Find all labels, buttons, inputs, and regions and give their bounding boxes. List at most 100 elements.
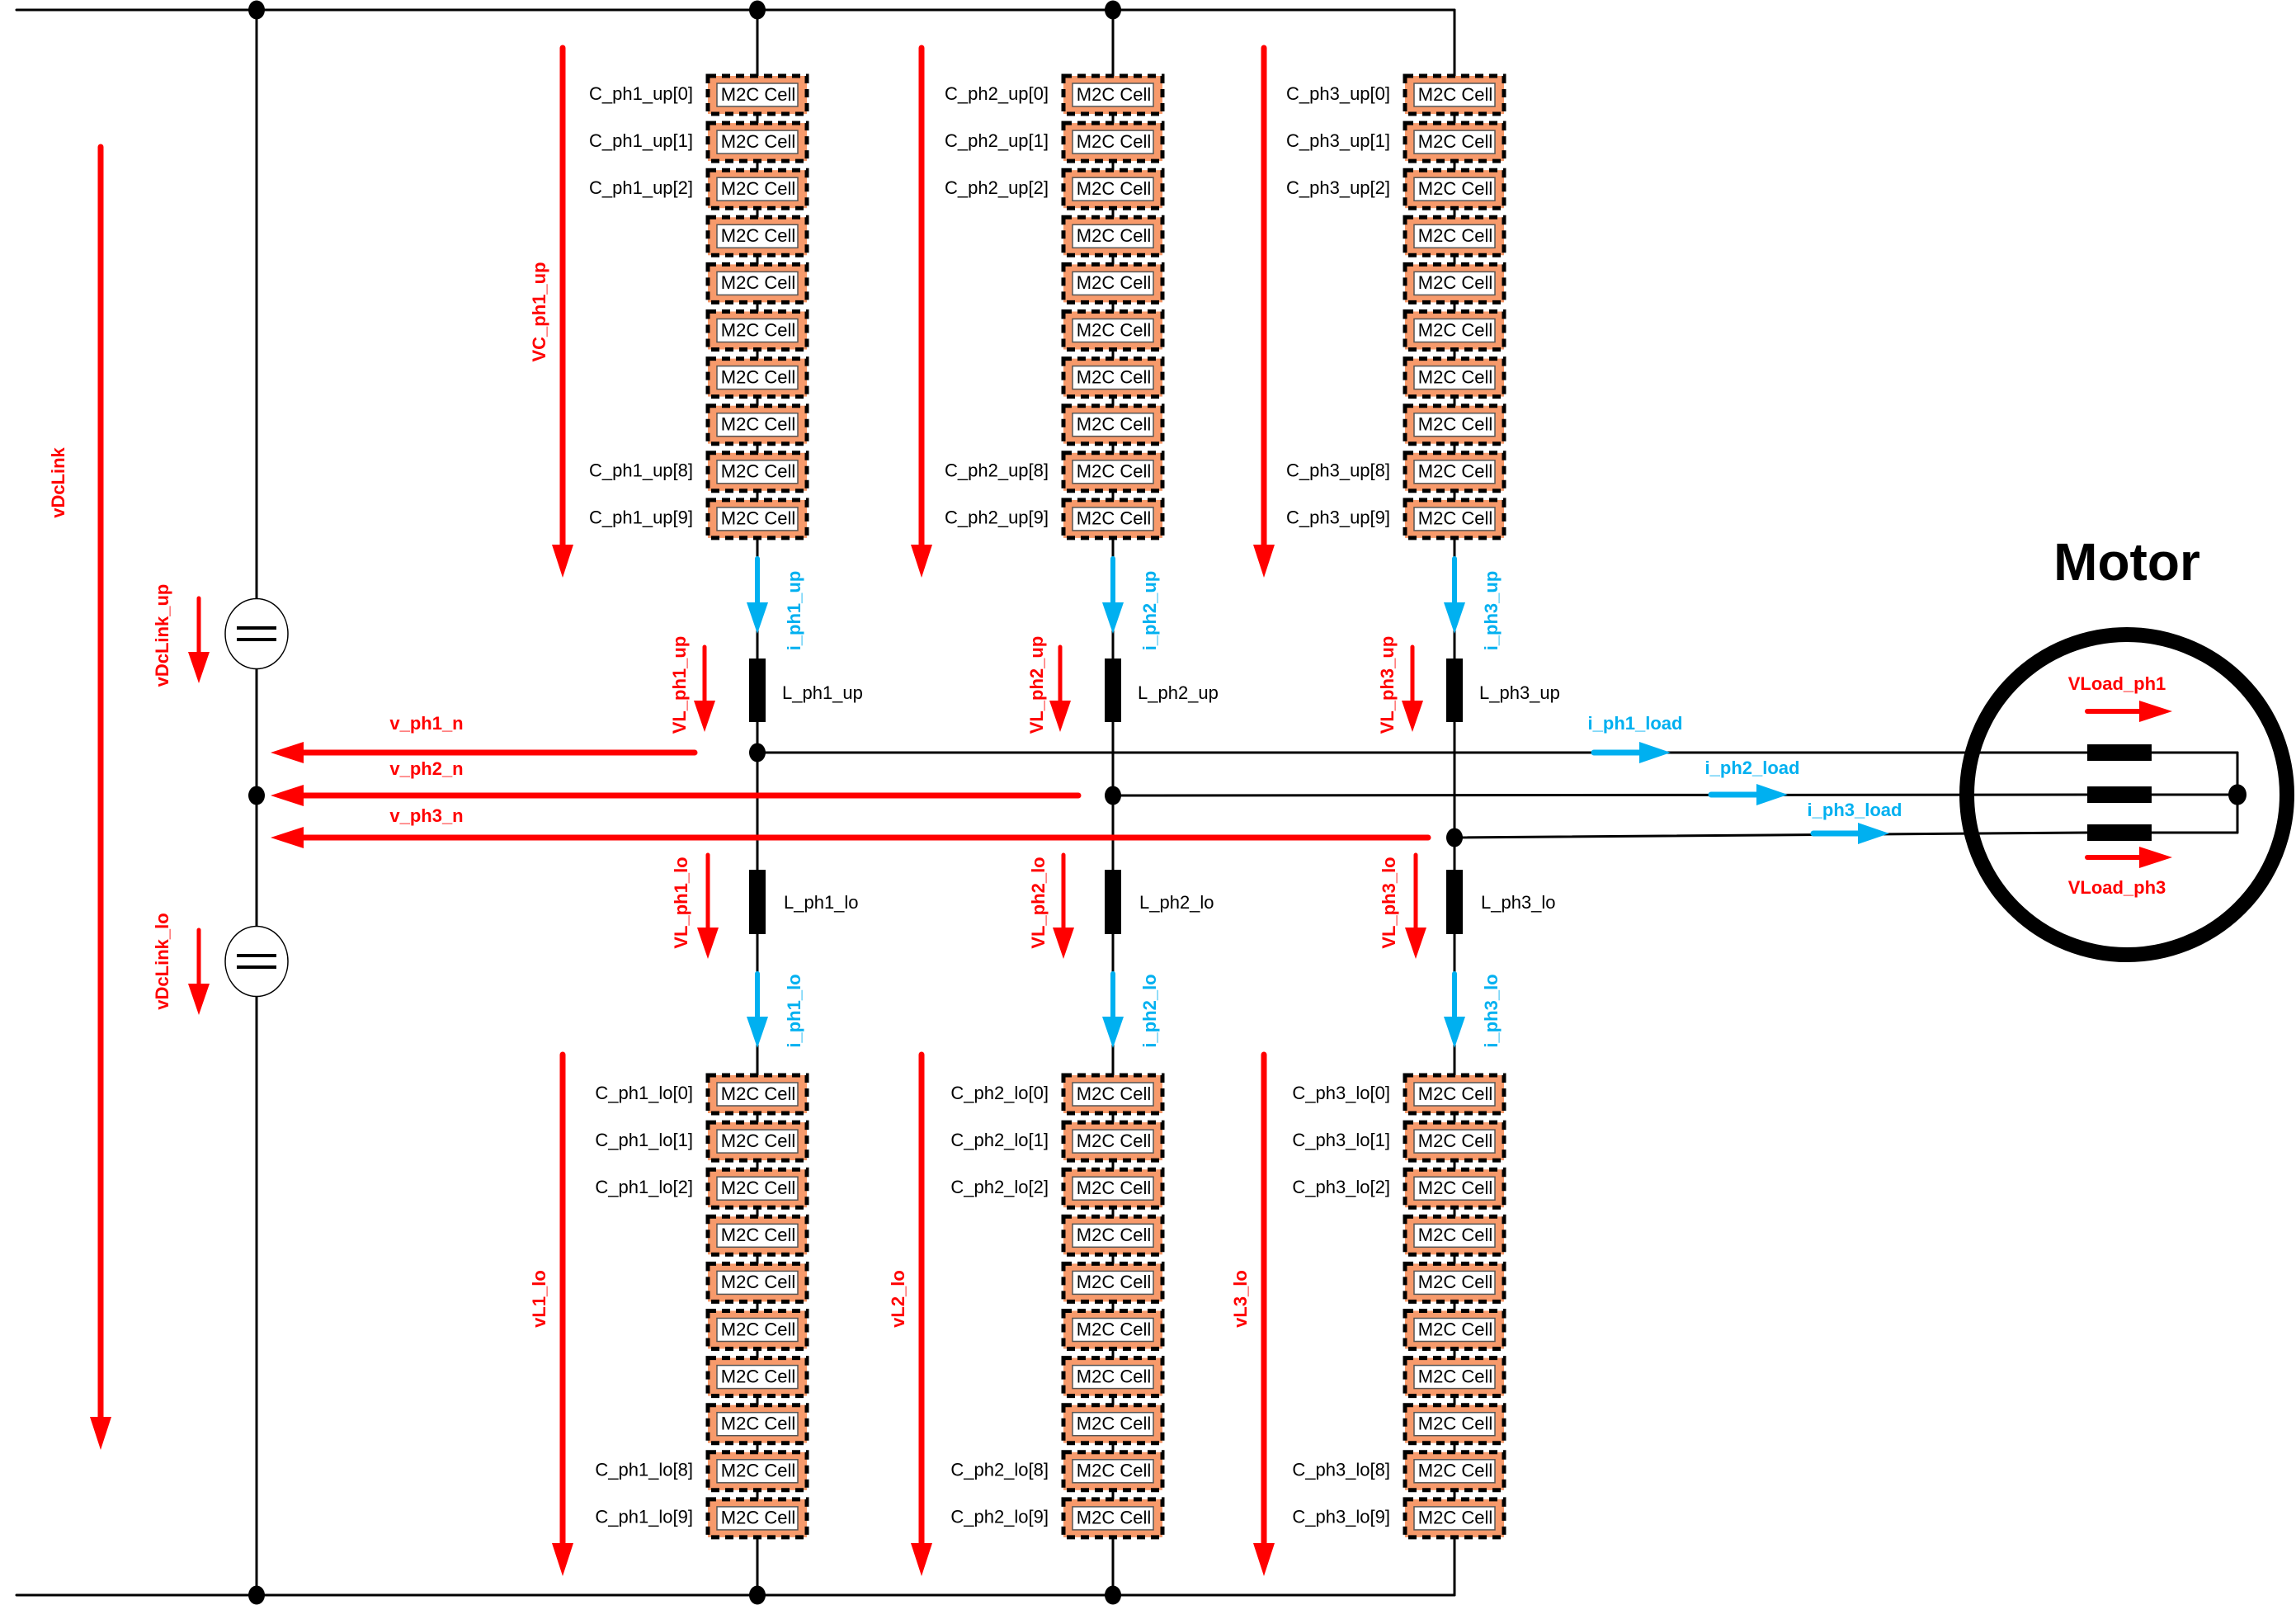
m2c-cell[interactable]: M2C Cell — [1403, 1356, 1506, 1399]
m2c-cell[interactable]: M2C Cell — [1403, 1120, 1506, 1163]
m2c-cell[interactable]: M2C Cell — [1403, 1497, 1506, 1540]
m2c-cell[interactable]: M2C Cell — [1061, 404, 1165, 446]
ph1-upper-arm-voltage-arrow-head — [552, 545, 573, 578]
cell-border — [705, 168, 809, 210]
m2c-cell[interactable]: M2C Cell — [1061, 309, 1165, 352]
ph1-lower-arm-voltage-label: vL1_lo — [529, 1270, 549, 1328]
cell-inner — [1413, 365, 1496, 390]
cell-inner — [1072, 1411, 1154, 1437]
m2c-cell[interactable]: M2C Cell — [1061, 1073, 1165, 1116]
m2c-cell[interactable]: M2C Cell — [1061, 1497, 1165, 1540]
m2c-cell[interactable]: M2C Cell — [1061, 73, 1165, 116]
cell-text: M2C Cell — [721, 414, 795, 435]
m2c-cell[interactable]: M2C Cell — [705, 73, 809, 116]
m2c-cell[interactable]: M2C Cell — [1403, 1450, 1506, 1493]
m2c-cell[interactable]: M2C Cell — [705, 1261, 809, 1304]
ph1-upper-current-arrow — [747, 556, 768, 634]
junction-dot — [248, 0, 265, 20]
m2c-cell[interactable]: M2C Cell — [1403, 309, 1506, 352]
cell-border — [1061, 1497, 1165, 1540]
m2c-cell[interactable]: M2C Cell — [1061, 451, 1165, 493]
m2c-cell[interactable]: M2C Cell — [1403, 1403, 1506, 1446]
ph2-lower-current-arrow-head — [1102, 1017, 1124, 1048]
m2c-cell[interactable]: M2C Cell — [705, 1214, 809, 1257]
cell-text: M2C Cell — [721, 508, 795, 529]
m2c-cell[interactable]: M2C Cell — [1061, 1356, 1165, 1399]
cell-inner — [1072, 1364, 1154, 1390]
vload-ph3-arrow — [2085, 847, 2172, 868]
cell-text: M2C Cell — [1077, 1414, 1151, 1434]
cell-text: M2C Cell — [1418, 131, 1492, 152]
m2c-cell[interactable]: M2C Cell — [1403, 1261, 1506, 1304]
cell-inner — [1413, 83, 1496, 107]
ph3-lower-inductor-label: L_ph3_lo — [1481, 892, 1556, 913]
cell-border — [705, 404, 809, 446]
m2c-cell[interactable]: M2C Cell — [705, 262, 809, 304]
cell-border — [705, 1167, 809, 1210]
m2c-cell[interactable]: M2C Cell — [1061, 215, 1165, 257]
m2c-cell[interactable]: M2C Cell — [1061, 262, 1165, 304]
ph2-load-current-arrow-head — [1756, 784, 1788, 805]
m2c-cell[interactable]: M2C Cell — [1061, 1403, 1165, 1446]
m2c-cell[interactable]: M2C Cell — [1061, 1120, 1165, 1163]
ph1-load-current-arrow — [1591, 742, 1671, 763]
ph3-lower-arm-voltage-label: vL3_lo — [1230, 1270, 1251, 1328]
m2c-cell[interactable]: M2C Cell — [1061, 168, 1165, 210]
m2c-cell[interactable]: M2C Cell — [1403, 215, 1506, 257]
m2c-cell[interactable]: M2C Cell — [1403, 356, 1506, 399]
m2c-cell[interactable]: M2C Cell — [1403, 120, 1506, 163]
m2c-cell[interactable]: M2C Cell — [705, 356, 809, 399]
m2c-cell[interactable]: M2C Cell — [1061, 120, 1165, 163]
m2c-cell[interactable]: M2C Cell — [705, 404, 809, 446]
m2c-cell[interactable]: M2C Cell — [1403, 451, 1506, 493]
m2c-cell[interactable]: M2C Cell — [1061, 1450, 1165, 1493]
ph1-vl-lo-label: VL_ph1_lo — [671, 857, 691, 948]
m2c-cell[interactable]: M2C Cell — [705, 1309, 809, 1351]
cell-border — [1403, 168, 1506, 210]
cell-border — [1061, 1356, 1165, 1399]
ph3-lower-arm-voltage-arrow — [1253, 1051, 1275, 1576]
m2c-cell[interactable]: M2C Cell — [705, 120, 809, 163]
cell-name-label: C_ph2_lo[2] — [950, 1177, 1049, 1197]
m2c-cell[interactable]: M2C Cell — [1061, 1309, 1165, 1351]
m2c-cell[interactable]: M2C Cell — [1403, 262, 1506, 304]
ph3-lower-arm-voltage-arrow-head — [1253, 1543, 1275, 1576]
vdclink-lo-arrow — [188, 928, 210, 1015]
m2c-cell[interactable]: M2C Cell — [705, 498, 809, 541]
m2c-cell[interactable]: M2C Cell — [1061, 1261, 1165, 1304]
m2c-cell[interactable]: M2C Cell — [705, 215, 809, 257]
m2c-cell[interactable]: M2C Cell — [705, 1167, 809, 1210]
cell-inner — [716, 1459, 799, 1484]
m2c-cell[interactable]: M2C Cell — [705, 1356, 809, 1399]
m2c-cell[interactable]: M2C Cell — [1061, 356, 1165, 399]
cell-inner — [1072, 318, 1154, 343]
m2c-cell[interactable]: M2C Cell — [1061, 1167, 1165, 1210]
m2c-cell[interactable]: M2C Cell — [1403, 498, 1506, 541]
cell-inner — [1072, 1176, 1154, 1201]
cell-border — [705, 1356, 809, 1399]
cell-inner — [1072, 365, 1154, 390]
m2c-cell[interactable]: M2C Cell — [1061, 1214, 1165, 1257]
m2c-cell[interactable]: M2C Cell — [1403, 1073, 1506, 1116]
cell-text: M2C Cell — [1418, 366, 1492, 387]
junction-dot — [248, 1585, 265, 1605]
m2c-cell[interactable]: M2C Cell — [705, 1497, 809, 1540]
cell-border — [1061, 168, 1165, 210]
m2c-cell[interactable]: M2C Cell — [705, 451, 809, 493]
m2c-cell[interactable]: M2C Cell — [1403, 1309, 1506, 1351]
m2c-cell[interactable]: M2C Cell — [705, 1450, 809, 1493]
cell-border — [705, 356, 809, 399]
m2c-cell[interactable]: M2C Cell — [1403, 168, 1506, 210]
m2c-cell[interactable]: M2C Cell — [1403, 404, 1506, 446]
inductor-icon — [749, 659, 766, 722]
m2c-cell[interactable]: M2C Cell — [1061, 498, 1165, 541]
m2c-cell[interactable]: M2C Cell — [705, 309, 809, 352]
m2c-cell[interactable]: M2C Cell — [705, 1120, 809, 1163]
m2c-cell[interactable]: M2C Cell — [705, 1403, 809, 1446]
m2c-cell[interactable]: M2C Cell — [1403, 1167, 1506, 1210]
m2c-cell[interactable]: M2C Cell — [705, 168, 809, 210]
cell-text: M2C Cell — [721, 1414, 795, 1434]
m2c-cell[interactable]: M2C Cell — [1403, 73, 1506, 116]
m2c-cell[interactable]: M2C Cell — [1403, 1214, 1506, 1257]
m2c-cell[interactable]: M2C Cell — [705, 1073, 809, 1116]
